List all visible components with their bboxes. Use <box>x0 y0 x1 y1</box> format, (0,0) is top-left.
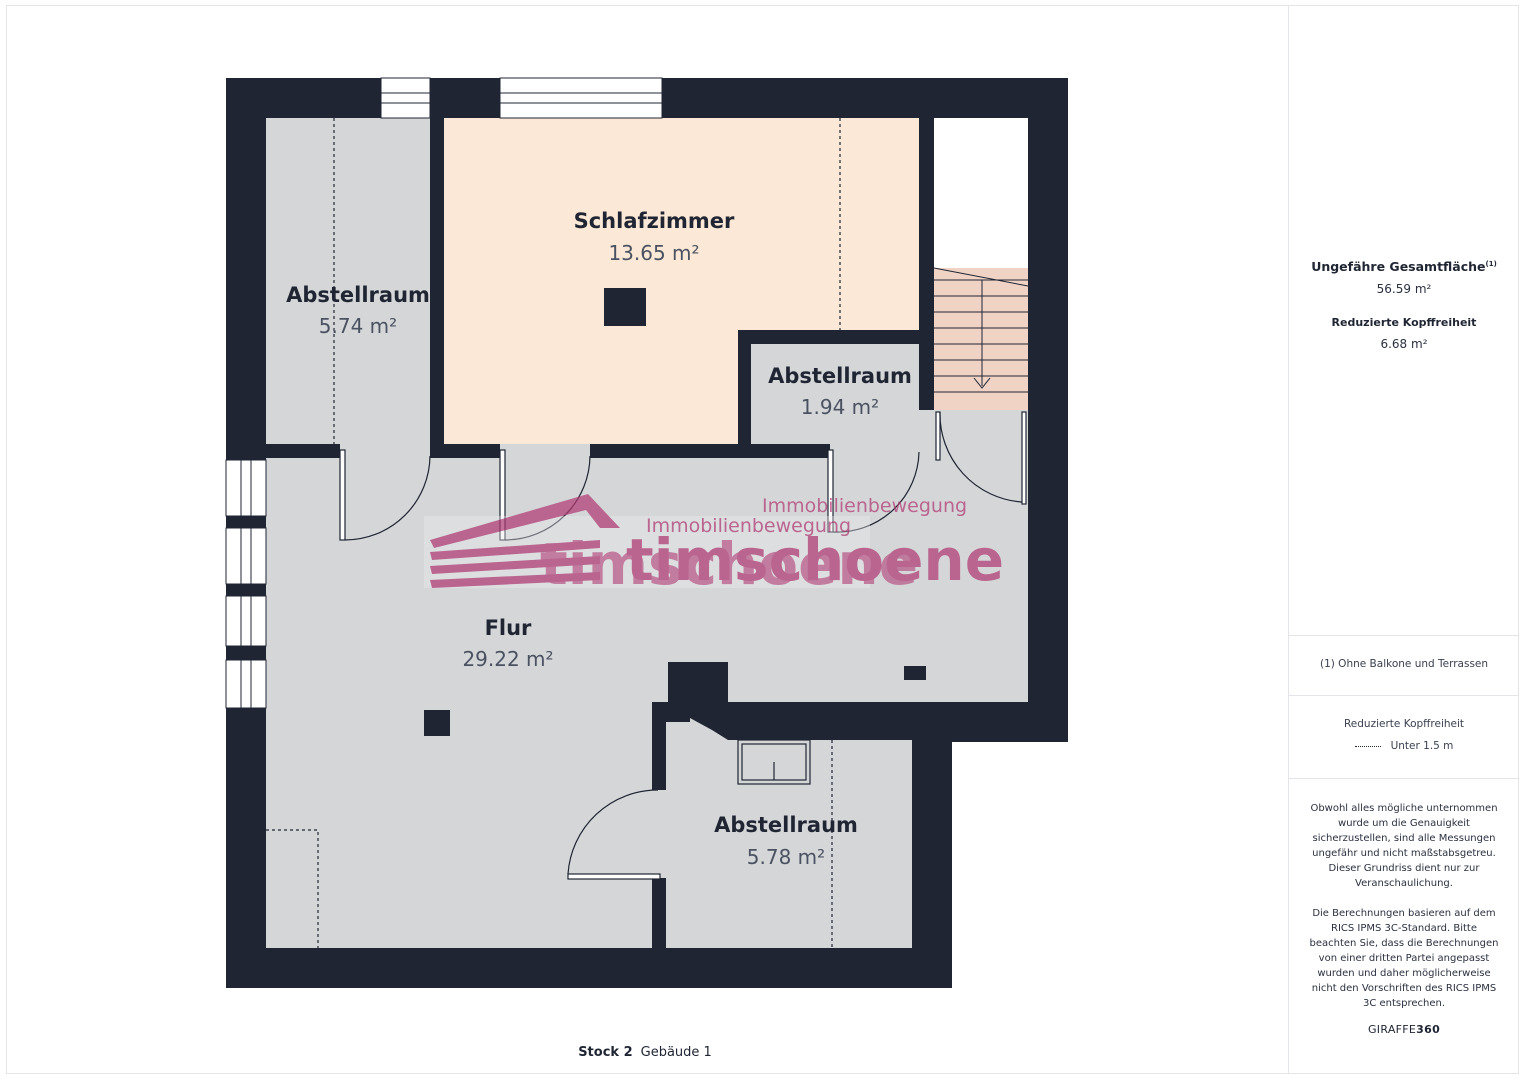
info-sidebar: Ungefähre Gesamtfläche(1) 56.59 m² Reduz… <box>1288 5 1519 1074</box>
watermark-text-small-2: Immobilienbewegung <box>762 495 967 517</box>
room-area-abstellraum-bottom: 5.78 m² <box>747 845 825 869</box>
watermark-text-large-2: timschoene <box>626 526 1004 594</box>
windows <box>225 77 663 709</box>
watermark: Immobilienbewegung timschoene Immobilien… <box>424 494 1004 598</box>
page-frame <box>6 5 1519 1074</box>
columns <box>424 288 926 736</box>
total-area-value: 56.59 m² <box>1376 282 1432 296</box>
skylight <box>737 739 811 785</box>
disclaimer: Obwohl alles mögliche unternommen wurde … <box>1289 801 1519 1036</box>
watermark-logo-icon <box>430 494 620 588</box>
doors <box>339 411 1027 880</box>
room-area-schlafzimmer: 13.65 m² <box>608 241 699 265</box>
floor-caption: Stock 2 Gebäude 1 <box>500 1045 790 1060</box>
divider <box>1289 635 1519 636</box>
reduced-headroom-label: Reduzierte Kopffreiheit <box>1331 316 1477 329</box>
floor-abstellraum-bottom <box>666 718 912 948</box>
stair-steps <box>933 267 1029 393</box>
room-area-flur: 29.22 m² <box>462 647 553 671</box>
footnote: (1) Ohne Balkone und Terrassen <box>1319 658 1489 670</box>
floor-abstellraum-left <box>266 118 430 444</box>
divider <box>1289 695 1519 696</box>
door-openings <box>340 410 934 878</box>
divider <box>1289 778 1519 779</box>
room-name-flur: Flur <box>485 616 532 640</box>
brand-logo: GIRAFFE360 <box>1367 1023 1441 1036</box>
building-label: Gebäude 1 <box>640 1045 712 1060</box>
reduced-headroom-lines <box>266 118 841 948</box>
disclaimer-paragraph-2: Die Berechnungen basieren auf dem RICS I… <box>1309 908 1499 1009</box>
footnote-marker: (1) <box>1485 259 1497 268</box>
floor-stairwell <box>934 118 1028 268</box>
watermark-text-large: timschoene <box>540 530 918 598</box>
watermark-text-small: Immobilienbewegung <box>646 515 851 537</box>
floor-landing <box>934 410 1028 458</box>
floor-abstellraum-small <box>751 344 919 444</box>
reduced-headroom-value: 6.68 m² <box>1380 337 1428 351</box>
room-name-abstellraum-bottom: Abstellraum <box>714 813 858 837</box>
room-name-schlafzimmer: Schlafzimmer <box>574 209 735 233</box>
room-area-abstellraum-small: 1.94 m² <box>801 395 879 419</box>
floor-plan: Schlafzimmer 13.65 m² Abstellraum 5.74 m… <box>225 77 1068 988</box>
total-area-label: Ungefähre Gesamtfläche(1) <box>1311 259 1497 274</box>
legend-item-label: Unter 1.5 m <box>1390 740 1454 752</box>
legend-title: Reduzierte Kopffreiheit <box>1343 718 1465 730</box>
area-summary: Ungefähre Gesamtfläche(1) 56.59 m² Reduz… <box>1289 259 1519 351</box>
legend: Reduzierte Kopffreiheit Unter 1.5 m <box>1289 718 1519 752</box>
room-name-abstellraum-small: Abstellraum <box>768 364 912 388</box>
disclaimer-paragraph-1: Obwohl alles mögliche unternommen wurde … <box>1310 803 1498 889</box>
floor-schlafzimmer-lower <box>444 330 738 444</box>
floor-label: Stock 2 <box>578 1045 633 1060</box>
dotted-line-icon <box>1354 745 1381 747</box>
room-area-abstellraum-left: 5.74 m² <box>319 314 397 338</box>
stairs <box>934 268 1028 410</box>
room-name-abstellraum-left: Abstellraum <box>286 283 430 307</box>
